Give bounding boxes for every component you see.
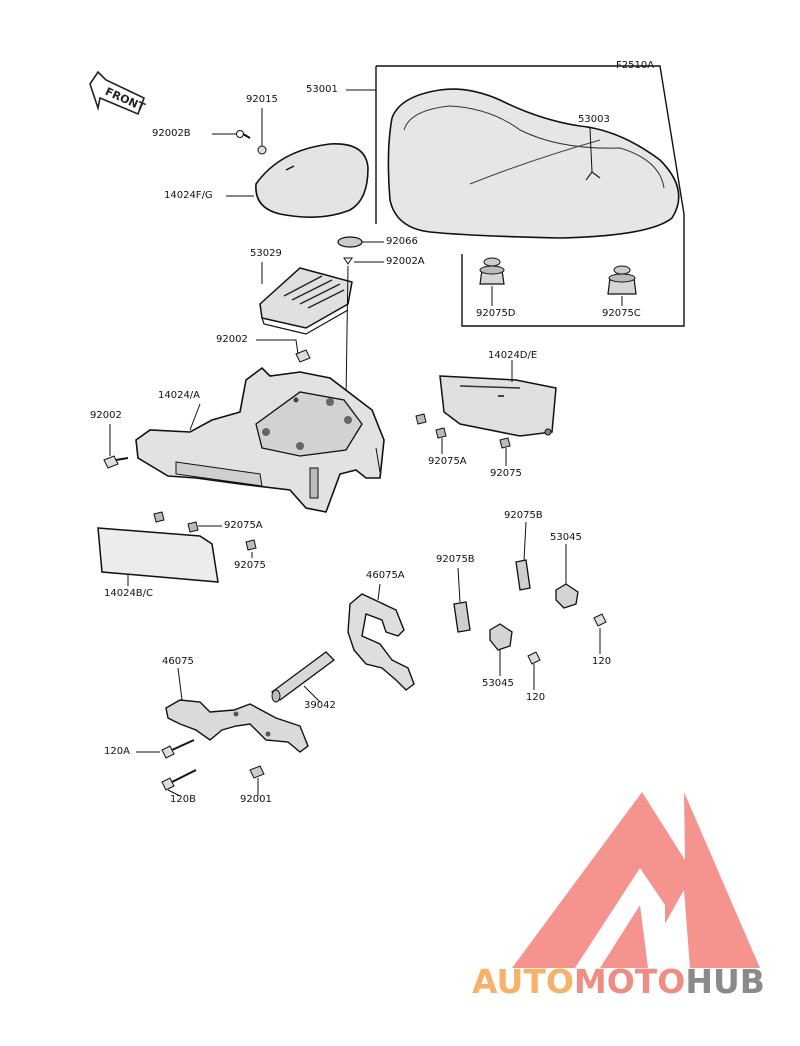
label-92015: 92015 bbox=[246, 94, 278, 105]
bracket-46075A bbox=[347, 593, 415, 691]
screw-92002A bbox=[343, 257, 353, 265]
rod-39042 bbox=[271, 651, 335, 703]
watermark-part-moto: MOTO bbox=[573, 962, 686, 1001]
bracket-46075 bbox=[165, 699, 309, 753]
label-92001: 92001 bbox=[240, 794, 272, 805]
label-53045-upper: 53045 bbox=[550, 532, 582, 543]
label-53029: 53029 bbox=[250, 248, 282, 259]
label-120-right: 120 bbox=[592, 656, 612, 667]
screw-92002-top bbox=[295, 349, 311, 363]
watermark-text: AUTOMOTOHUB bbox=[472, 962, 765, 1001]
label-46075A: 46075A bbox=[366, 570, 405, 581]
label-92075D: 92075D bbox=[476, 308, 516, 319]
label-92075C: 92075C bbox=[602, 308, 641, 319]
label-92066: 92066 bbox=[386, 236, 418, 247]
side-panel-14024BC bbox=[97, 527, 219, 583]
label-14024A: 14024/A bbox=[158, 390, 201, 401]
label-53001: 53001 bbox=[306, 84, 338, 95]
tail-housing bbox=[135, 366, 385, 513]
label-92075B-upper: 92075B bbox=[504, 510, 543, 521]
bolt-120-right bbox=[593, 613, 607, 627]
nut-92001 bbox=[249, 765, 265, 779]
label-92075A-left: 92075A bbox=[224, 520, 263, 531]
label-14024BC: 14024B/C bbox=[104, 588, 154, 599]
watermark-logo bbox=[512, 792, 760, 968]
seat-cowl bbox=[255, 143, 369, 218]
label-120-mid: 120 bbox=[526, 692, 546, 703]
label-14024DE: 14024D/E bbox=[488, 350, 538, 361]
nuts-92075A-right bbox=[415, 413, 447, 439]
label-92002-top: 92002 bbox=[216, 334, 248, 345]
front-arrow-icon: FRONT bbox=[89, 70, 147, 116]
nuts-92075A-left bbox=[153, 511, 199, 533]
cap-92066 bbox=[337, 236, 363, 248]
screw-92002B bbox=[236, 130, 251, 139]
label-120A: 120A bbox=[104, 746, 130, 757]
bolt-120B bbox=[161, 769, 197, 791]
watermark-part-auto: AUTO bbox=[472, 962, 574, 1001]
nut-92075-left bbox=[245, 539, 257, 551]
label-46075: 46075 bbox=[162, 656, 194, 667]
label-92002B: 92002B bbox=[152, 128, 191, 139]
label-39042: 39042 bbox=[304, 700, 336, 711]
label-14024FG: 14024F/G bbox=[164, 190, 213, 201]
nut-92015 bbox=[257, 145, 267, 155]
side-cover-14024DE bbox=[439, 375, 557, 437]
tray-53029 bbox=[259, 267, 353, 335]
label-92002-left: 92002 bbox=[90, 410, 122, 421]
main-seat bbox=[387, 88, 680, 239]
damper-92075D bbox=[479, 257, 505, 285]
clip-92075B-lower bbox=[453, 601, 471, 633]
bracket-53045-lower bbox=[489, 623, 513, 651]
screw-92002-left bbox=[103, 455, 129, 469]
label-92075-right: 92075 bbox=[490, 468, 522, 479]
nut-92075-right bbox=[499, 437, 511, 449]
diagram-code: F2510A bbox=[616, 60, 655, 71]
damper-92075C bbox=[607, 265, 637, 295]
label-92075-left: 92075 bbox=[234, 560, 266, 571]
clip-92075B-upper bbox=[515, 559, 531, 591]
label-92075A-right: 92075A bbox=[428, 456, 467, 467]
bracket-53045-upper bbox=[555, 583, 579, 609]
label-92002A: 92002A bbox=[386, 256, 425, 267]
label-53045-lower: 53045 bbox=[482, 678, 514, 689]
label-92075B-lower: 92075B bbox=[436, 554, 475, 565]
bolt-120A bbox=[161, 739, 195, 759]
watermark-part-hub: HUB bbox=[685, 962, 765, 1001]
bolt-120-mid bbox=[527, 651, 541, 665]
label-120B: 120B bbox=[170, 794, 196, 805]
seat-bracket-outline bbox=[375, 65, 685, 327]
label-53003: 53003 bbox=[578, 114, 610, 125]
